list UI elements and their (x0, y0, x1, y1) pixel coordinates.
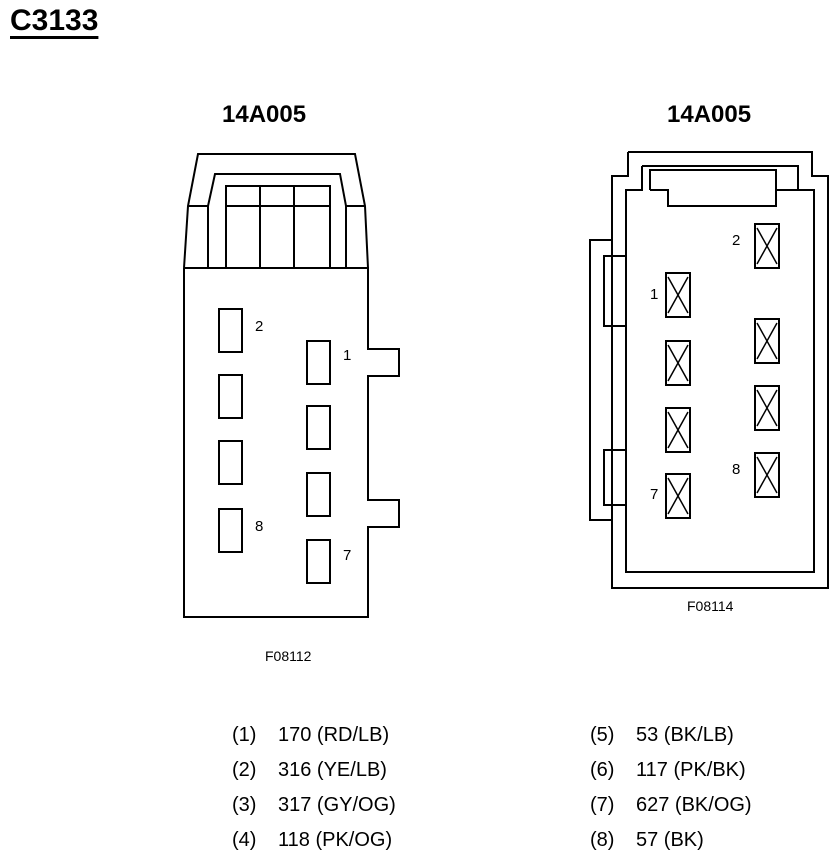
left-connector-part-number: 14A005 (222, 101, 307, 128)
pin-number: (4) (232, 829, 257, 851)
legend-row: (4) 118 (PK/OG) (232, 823, 396, 858)
circuit-description: 57 (BK) (636, 829, 704, 851)
circuit-description: 118 (PK/OG) (278, 829, 393, 851)
pin-number: (7) (590, 794, 615, 816)
pin-number: (3) (232, 794, 257, 816)
right-cavities-right (754, 223, 780, 498)
circuit-description: 317 (GY/OG) (278, 794, 396, 816)
pin-number: (8) (590, 829, 615, 851)
right-cavities-left (665, 272, 691, 519)
pin-number: (5) (590, 724, 615, 746)
legend-row: (3) 317 (GY/OG) (232, 788, 396, 823)
right-pin-label-2: 2 (732, 232, 740, 249)
circuit-description: 627 (BK/OG) (636, 794, 752, 816)
circuit-description: 117 (PK/BK) (636, 759, 746, 781)
right-connector-drawing (589, 151, 829, 589)
legend-row: (1) 170 (RD/LB) (232, 718, 396, 753)
pin-number: (2) (232, 759, 257, 781)
right-pin-label-7: 7 (650, 486, 658, 503)
pin-number: (6) (590, 759, 615, 781)
right-connector-part-number: 14A005 (667, 101, 752, 128)
circuit-description: 316 (YE/LB) (278, 759, 387, 781)
left-pin-label-8: 8 (255, 518, 263, 535)
right-pin-label-8: 8 (732, 461, 740, 478)
connector-title: C3133 (10, 4, 99, 37)
circuit-description: 170 (RD/LB) (278, 724, 390, 746)
pinout-legend-right: (5) 53 (BK/LB) (6) 117 (PK/BK) (7) 627 (BK/… (590, 718, 752, 858)
right-figure-id: F08114 (687, 598, 734, 614)
legend-row: (6) 117 (PK/BK) (590, 753, 752, 788)
legend-row: (8) 57 (BK) (590, 823, 752, 858)
right-pin-label-1: 1 (650, 286, 658, 303)
left-pin-label-1: 1 (343, 347, 351, 364)
legend-row: (2) 316 (YE/LB) (232, 753, 396, 788)
left-connector-drawing (183, 153, 400, 618)
left-figure-id: F08112 (265, 648, 312, 664)
left-pin-label-7: 7 (343, 547, 351, 564)
legend-row: (7) 627 (BK/OG) (590, 788, 752, 823)
left-pin-label-2: 2 (255, 318, 263, 335)
pin-number: (1) (232, 724, 257, 746)
circuit-description: 53 (BK/LB) (636, 724, 734, 746)
pinout-legend-left: (1) 170 (RD/LB) (2) 316 (YE/LB) (3) 317 (GY… (232, 718, 396, 858)
legend-row: (5) 53 (BK/LB) (590, 718, 752, 753)
